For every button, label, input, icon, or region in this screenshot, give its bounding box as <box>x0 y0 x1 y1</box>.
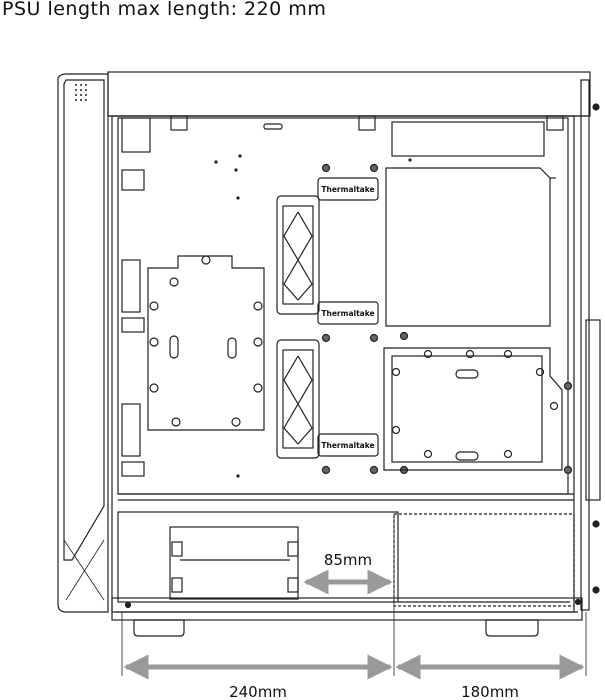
front-panel <box>57 73 109 613</box>
psu-shroud <box>117 493 574 603</box>
thermaltake-logo-middle: Thermaltake <box>321 309 374 318</box>
clearance-label: 85mm <box>324 551 372 569</box>
left-span-label: 240mm <box>229 683 287 700</box>
ssd-plate-upper <box>385 167 556 327</box>
ssd-plate-lower <box>383 347 563 471</box>
cable-grommets <box>276 195 320 459</box>
thermaltake-logo-lower: Thermaltake <box>321 441 374 450</box>
thermaltake-logo-upper: Thermaltake <box>321 185 374 194</box>
right-span-label: 180mm <box>461 683 519 700</box>
front-io-dots <box>75 84 87 101</box>
motherboard-cutout <box>147 255 265 431</box>
drive-bracket-frames <box>317 163 573 475</box>
page-title: PSU length max length: 220 mm <box>2 0 327 20</box>
chassis-body <box>107 71 601 613</box>
power-supply-unit <box>393 513 575 607</box>
dimension-guides <box>121 514 587 676</box>
chassis-base-and-feet <box>111 597 583 637</box>
